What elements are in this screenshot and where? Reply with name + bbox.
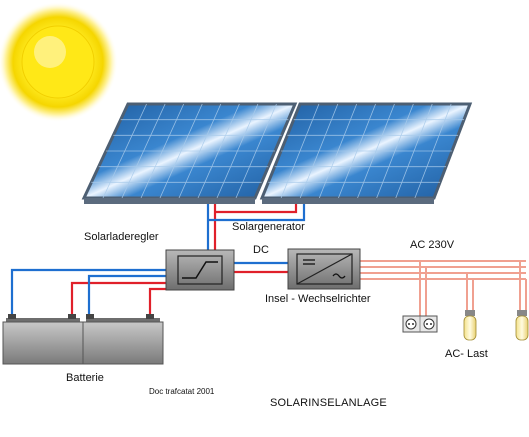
solar-panel-right	[259, 102, 473, 204]
label-dc: DC	[253, 244, 269, 256]
label-wechselrichter: Insel - Wechselrichter	[265, 293, 371, 305]
panel-grid-left	[91, 103, 289, 199]
lamp-icon-right	[515, 310, 529, 341]
label-ac-last: AC- Last	[445, 348, 488, 360]
ac-wires	[360, 260, 527, 318]
lamp-icon-left	[463, 310, 477, 341]
solar-panel-left	[81, 102, 298, 204]
dc-wires	[234, 261, 288, 274]
battery-icon-left	[2, 314, 84, 365]
label-solargenerator: Solargenerator	[232, 221, 305, 233]
socket-icon	[402, 315, 438, 333]
label-doc: Doc trafcatat 2001	[149, 387, 215, 396]
sun-icon	[0, 2, 118, 122]
battery-wires	[10, 268, 166, 318]
label-ac-voltage: AC 230V	[410, 239, 455, 251]
diagram-title: SOLARINSELANLAGE	[270, 397, 387, 409]
label-batterie: Batterie	[66, 372, 104, 384]
panel-grid-right	[268, 103, 464, 199]
panel-wires	[206, 204, 306, 252]
inverter-icon	[287, 248, 361, 290]
charge-controller-icon	[165, 249, 235, 291]
battery-icon-right	[82, 314, 164, 365]
label-laderegler: Solarladeregler	[84, 231, 159, 243]
